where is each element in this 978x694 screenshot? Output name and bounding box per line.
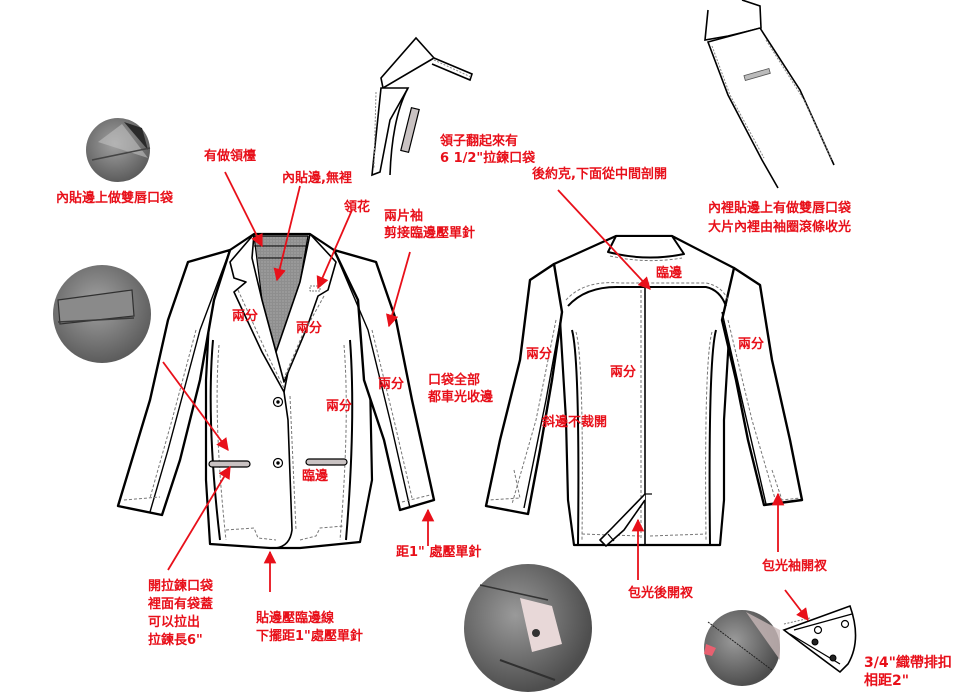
photo-back-vent [464, 564, 592, 692]
label-yoke-edge: 臨邊 [656, 266, 683, 281]
label-back-vent: 包光後開衩 [628, 586, 694, 601]
webbing-button-detail [782, 604, 857, 674]
label-lapel: 有做領檯 [204, 149, 257, 164]
label-two-piece-sleeve: 兩片袖 剪接臨邊壓單針 [384, 209, 476, 241]
annotation-arrows [162, 171, 809, 621]
front-jacket-sketch [116, 232, 436, 550]
back-jacket-sketch [484, 234, 804, 547]
collar-detail-sketch [371, 36, 473, 177]
label-seam-left-sleeve-back: 兩分 [526, 347, 553, 362]
label-seam-left-lapel: 兩分 [232, 309, 259, 324]
label-back-yoke: 後約克,下面從中間剖開 [532, 167, 667, 182]
label-inner-facing-pocket: 內貼邊上做雙唇口袋 [56, 191, 174, 206]
label-pocket-edge: 臨邊 [302, 469, 329, 484]
label-hem-stitch: 貼邊壓臨邊線 下擺距1"處壓單針 [256, 611, 363, 644]
label-sleeve-vent: 包光袖開衩 [762, 559, 828, 574]
label-seam-right-sleeve-back: 兩分 [738, 337, 765, 352]
photo-inner-pocket-top [86, 118, 151, 182]
photo-sleeve-vent [704, 610, 780, 686]
label-inner-lining: 內裡貼邊上有做雙唇口袋 大片內裡由袖圈滾條收光 [708, 201, 852, 235]
photo-inner-pocket-flap [53, 265, 151, 363]
label-pockets-note: 口袋全部 都車光收邊 [428, 373, 494, 405]
label-seam-side: 兩分 [326, 399, 353, 414]
label-collar-zip-pocket: 領子翻起來有 6 1/2"拉鍊口袋 [440, 134, 536, 166]
label-bias-edge: 斜邊不裁開 [542, 415, 608, 430]
label-seam-sleeve: 兩分 [378, 377, 405, 392]
label-zip-pocket: 開拉鍊口袋 裡面有袋蓋 可以拉出 拉鍊長6" [148, 579, 214, 648]
label-seam-center-back: 兩分 [610, 365, 637, 380]
label-seam-right-lapel: 兩分 [296, 321, 323, 336]
lining-detail-sketch [704, 0, 835, 189]
label-inner-facing: 內貼邊,無裡 [282, 171, 352, 186]
label-collar-flower: 領花 [344, 200, 371, 215]
label-cuff-stitch: 距1" 處壓單針 [396, 545, 482, 560]
label-webbing-buttons: 3/4"織帶排扣 相距2" [864, 655, 952, 689]
